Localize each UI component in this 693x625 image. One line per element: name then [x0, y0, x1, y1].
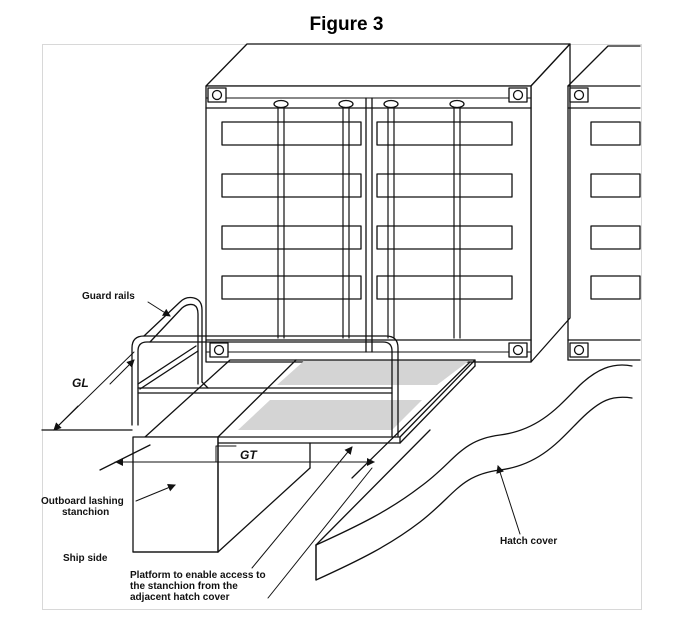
adjacent-container [567, 45, 641, 361]
lashing-stanchion [132, 436, 311, 553]
label-platform-line3: adjacent hatch cover [130, 592, 230, 603]
main-container [205, 43, 571, 363]
figure-title: Figure 3 [309, 14, 384, 35]
label-guard-rails: Guard rails [82, 291, 135, 302]
label-platform-line2: the stanchion from the [130, 581, 238, 592]
label-ship-side: Ship side [63, 553, 108, 564]
label-gt: GT [240, 448, 258, 462]
hatch-cover [315, 364, 633, 581]
label-outboard-line2: stanchion [62, 507, 109, 518]
access-platform [144, 359, 476, 444]
label-gl: GL [72, 376, 89, 390]
label-platform-line1: Platform to enable access to [130, 570, 266, 581]
leader-lines [53, 301, 521, 599]
guard-rails [131, 296, 399, 437]
label-outboard-line1: Outboard lashing [41, 496, 124, 507]
label-hatch-cover: Hatch cover [500, 536, 557, 547]
